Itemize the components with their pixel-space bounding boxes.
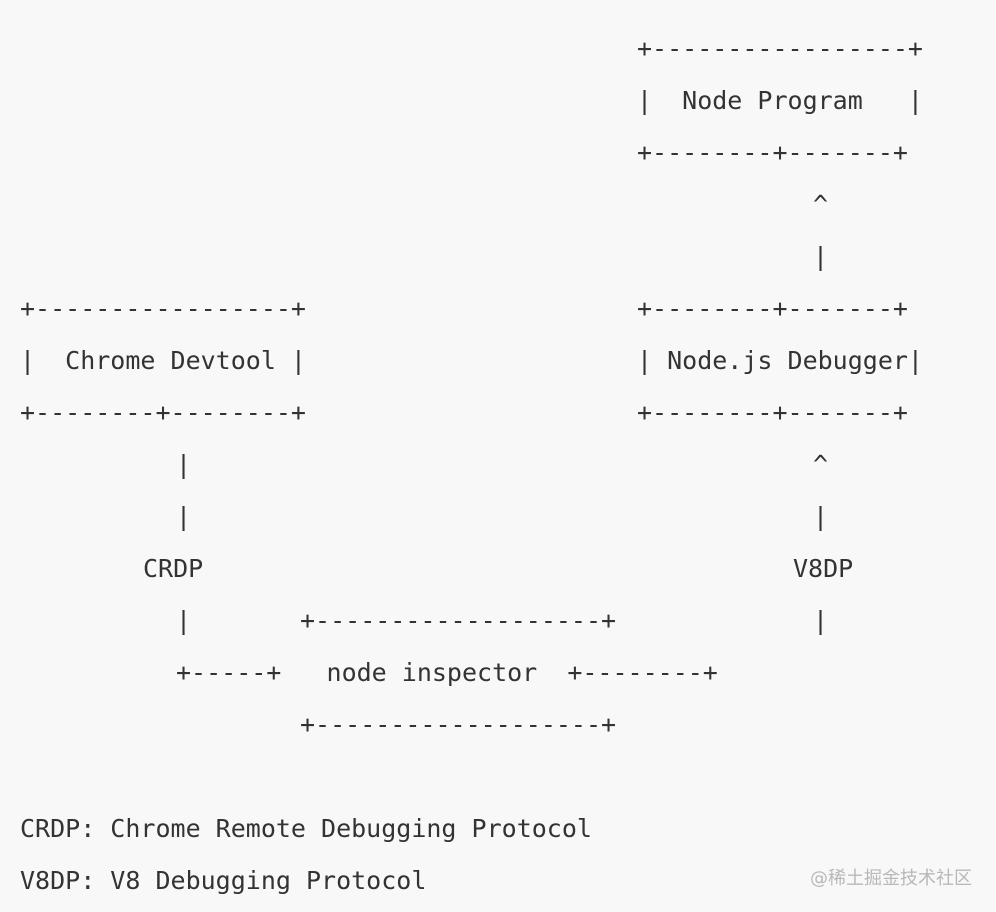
legend-crdp: CRDP: Chrome Remote Debugging Protocol xyxy=(20,814,592,843)
node-program-box-label: | Node Program | xyxy=(637,86,923,115)
nodejs-debugger-box-top: +--------+-------+ xyxy=(637,294,908,323)
legend-v8dp: V8DP: V8 Debugging Protocol xyxy=(20,866,427,895)
node-program-box-bottom: +--------+-------+ xyxy=(637,138,908,167)
node-inspector-box-top: +-------------------+ xyxy=(300,606,617,635)
chrome-devtool-box-top: +-----------------+ xyxy=(20,294,306,323)
v8dp-label: V8DP xyxy=(793,554,854,583)
pipe-crdp-1: | xyxy=(176,450,192,479)
pipe-program: | xyxy=(813,242,829,271)
up-arrow-program: ^ xyxy=(813,190,829,219)
pipe-v8dp-1: | xyxy=(813,502,829,531)
up-arrow-debugger: ^ xyxy=(813,450,829,479)
node-inspector-box-bottom: +-------------------+ xyxy=(300,710,617,739)
chrome-devtool-box-bottom: +--------+--------+ xyxy=(20,398,306,427)
nodejs-debugger-box-bottom: +--------+-------+ xyxy=(637,398,908,427)
node-inspector-box-label: +-----+ node inspector +--------+ xyxy=(176,658,718,687)
chrome-devtool-box-label: | Chrome Devtool | xyxy=(20,346,306,375)
watermark: @稀土掘金技术社区 xyxy=(810,868,972,889)
pipe-v8dp-2: | xyxy=(813,606,829,635)
nodejs-debugger-box-label: | Node.js Debugger| xyxy=(637,346,923,375)
pipe-crdp-2: | xyxy=(176,502,192,531)
crdp-label: CRDP xyxy=(143,554,204,583)
pipe-crdp-3: | xyxy=(176,606,192,635)
node-program-box-top: +-----------------+ xyxy=(637,34,923,63)
